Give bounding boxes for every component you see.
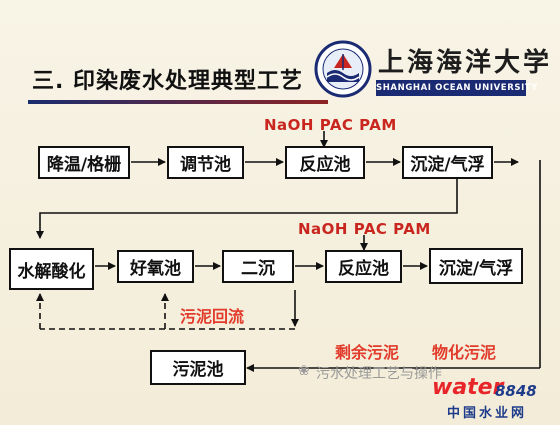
residual-sludge-label: 剩余污泥 — [335, 343, 400, 362]
process-sedimentation-flotation-2: 沉淀/气浮 — [429, 248, 523, 284]
wechat-watermark: 污水处理工艺与操作 — [316, 366, 442, 382]
site-name-cn: 中国水业网 — [447, 406, 528, 421]
title-underline — [28, 100, 328, 104]
process-reaction-tank-1: 反应池 — [285, 146, 365, 179]
university-name-en: SHANGHAI OCEAN UNIVERSITY — [376, 80, 537, 96]
process-aerobic-tank: 好氧池 — [117, 250, 194, 283]
process-sludge-tank: 污泥池 — [150, 350, 246, 385]
physchem-sludge-label: 物化污泥 — [432, 343, 497, 362]
sludge-return-label: 污泥回流 — [180, 307, 245, 326]
process-reaction-tank-2: 反应池 — [325, 250, 402, 283]
site-logo-number: 8848 — [495, 382, 537, 400]
slide-title: 三. 印染废水处理典型工艺 — [32, 69, 304, 94]
chemical-dosing-label-2: NaOH PAC PAM — [298, 220, 431, 238]
process-equalization-tank: 调节池 — [167, 146, 244, 179]
process-hydrolysis-acidification: 水解酸化 — [9, 248, 94, 290]
process-secondary-clarifier: 二沉 — [222, 250, 294, 283]
university-emblem — [314, 40, 372, 98]
university-name-cn: 上海海洋大学 — [378, 48, 553, 78]
wechat-icon: ❀ — [298, 363, 310, 379]
university-logo: 上海海洋大学 SHANGHAI OCEAN UNIVERSITY — [314, 38, 549, 102]
line-row1-to-row2 — [36, 178, 458, 239]
process-cooling-screen: 降温/格栅 — [38, 146, 130, 179]
chemical-dosing-label-1: NaOH PAC PAM — [264, 116, 397, 134]
site-logo: water — [432, 375, 504, 400]
process-sedimentation-flotation-1: 沉淀/气浮 — [402, 146, 493, 179]
